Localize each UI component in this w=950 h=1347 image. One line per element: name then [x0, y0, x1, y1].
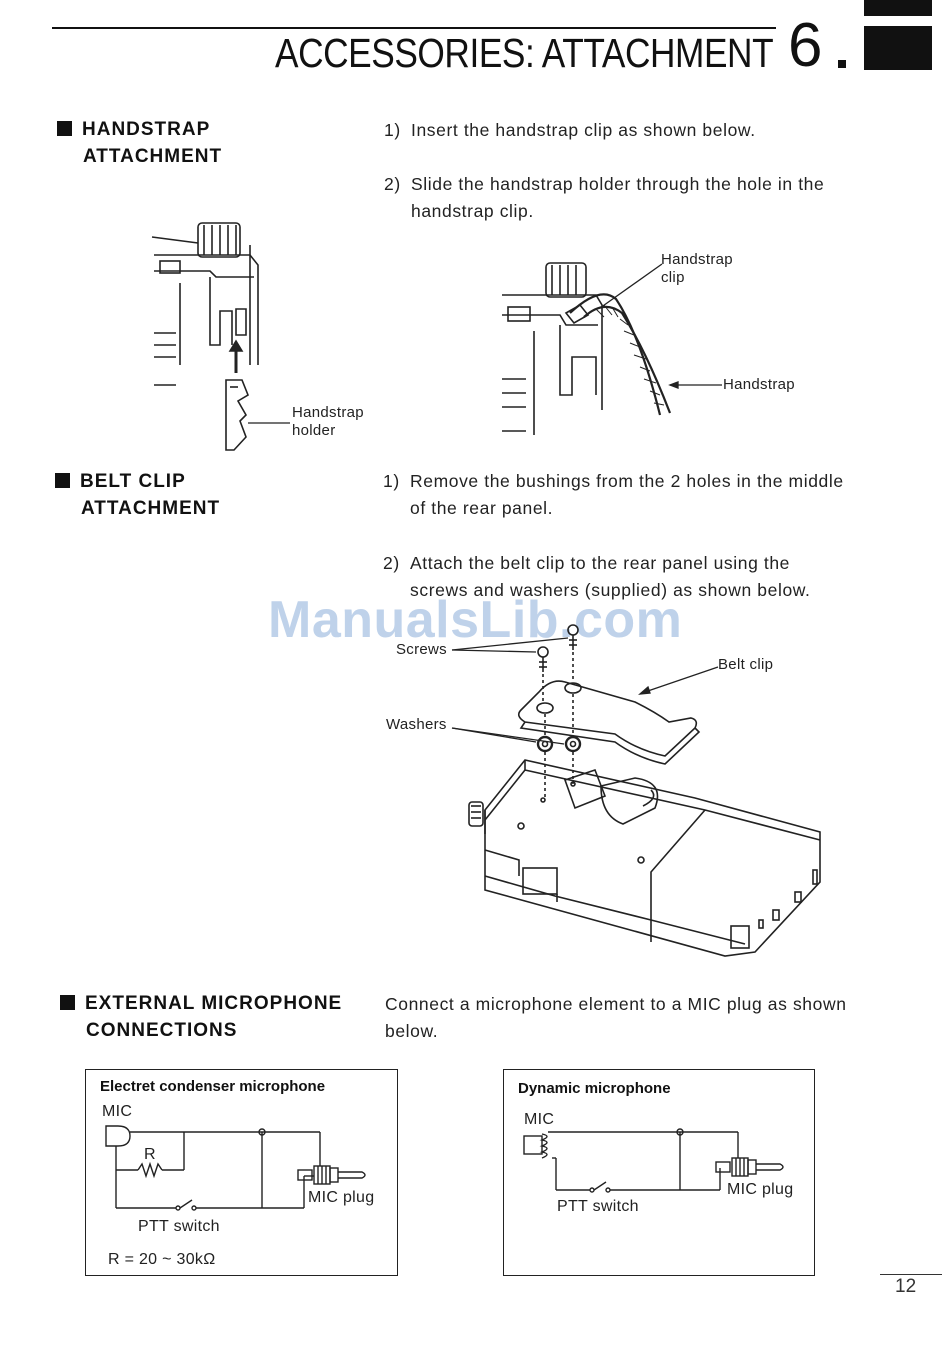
handstrap-clip-insert-illustration — [151, 222, 259, 451]
section-bullet-icon — [60, 995, 75, 1010]
chapter-tab-marker — [864, 0, 932, 70]
electret-ptt-label: PTT switch — [138, 1218, 220, 1235]
electret-circuit — [105, 1125, 366, 1211]
section-bullet-icon — [55, 473, 70, 488]
washers-label: Washers — [386, 716, 447, 733]
electret-r-label: R — [144, 1146, 156, 1163]
chapter-number: 6 — [788, 11, 823, 80]
dynamic-circuit — [523, 1128, 784, 1193]
screws-leader-lines — [451, 637, 569, 653]
external-mic-section-title: EXTERNAL MICROPHONE CONNECTIONS — [60, 990, 342, 1044]
handstrap-label: Handstrap — [723, 376, 795, 393]
watermark: ManualsLib.com — [268, 591, 683, 649]
strap-leader-line — [668, 381, 722, 389]
dynamic-mic-diagram — [503, 1069, 815, 1276]
electret-mic-title: Electret condenser microphone — [100, 1078, 326, 1095]
screws-label: Screws — [396, 641, 447, 658]
holder-leader-line — [248, 422, 290, 424]
belt-clip-leader-line — [638, 666, 719, 695]
electret-mic-label: MIC — [102, 1103, 133, 1120]
belt-clip-label: Belt clip — [718, 656, 774, 673]
belt-clip-step-1: 1) Remove the bushings from the 2 holes … — [383, 471, 844, 518]
belt-clip-section-title: BELT CLIP ATTACHMENT — [55, 468, 220, 522]
page-title: ACCESSORIES: ATTACHMENT — [275, 30, 774, 76]
handstrap-step-1: 1) Insert the handstrap clip as shown be… — [384, 120, 756, 140]
dynamic-mic-plug-label: MIC plug — [727, 1181, 794, 1198]
belt-clip-illustration — [468, 624, 821, 957]
page-number-rule — [880, 1274, 942, 1275]
clip-leader-line — [599, 263, 663, 309]
page-number: 12 — [895, 1276, 917, 1297]
dynamic-ptt-label: PTT switch — [557, 1198, 639, 1215]
electret-mic-plug-label: MIC plug — [308, 1189, 375, 1206]
electret-r-value: R = 20 ~ 30kΩ — [108, 1251, 216, 1268]
electret-mic-diagram — [85, 1069, 398, 1276]
chapter-dot — [838, 60, 846, 68]
dynamic-mic-label: MIC — [524, 1111, 555, 1128]
washers-leader-lines — [451, 727, 565, 745]
section-bullet-icon — [57, 121, 72, 136]
handstrap-step-2: 2) Slide the handstrap holder through th… — [384, 174, 825, 221]
belt-clip-step-2: 2) Attach the belt clip to the rear pane… — [383, 553, 811, 600]
dynamic-mic-title: Dynamic microphone — [518, 1080, 671, 1097]
handstrap-section-title: HANDSTRAP ATTACHMENT — [57, 116, 222, 170]
handstrap-through-clip-illustration — [502, 262, 672, 435]
header-rule — [52, 27, 776, 29]
external-mic-description: Connect a microphone element to a MIC pl… — [385, 994, 847, 1041]
